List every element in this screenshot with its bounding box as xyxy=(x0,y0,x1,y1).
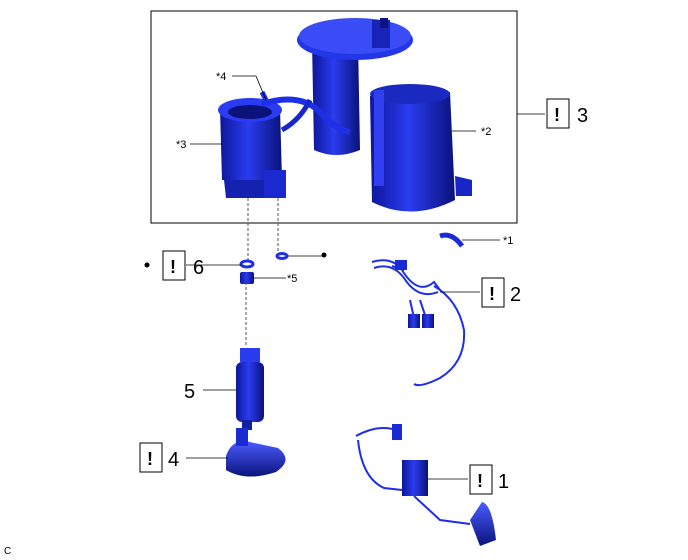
pump-damper xyxy=(240,272,254,284)
part-number-4: 4 xyxy=(168,449,179,471)
part-number-6: 6 xyxy=(193,257,204,279)
assembly-frame xyxy=(150,10,518,224)
warning-box-6: ! xyxy=(162,250,186,281)
part-number-2: 2 xyxy=(510,284,521,306)
wire-harness xyxy=(371,259,466,387)
callout-star4: *4 xyxy=(216,71,226,83)
callout-star3: *3 xyxy=(176,139,186,151)
warning-mark: ! xyxy=(489,284,495,304)
warning-box-3: ! xyxy=(546,98,570,129)
warning-mark: ! xyxy=(147,449,153,469)
part-number-1: 1 xyxy=(498,471,509,493)
warning-box-4: ! xyxy=(139,442,163,473)
callout-star5: *5 xyxy=(287,273,297,285)
warning-box-2: ! xyxy=(481,277,505,308)
figure-code: C xyxy=(4,546,11,557)
fuel-pump xyxy=(236,348,264,430)
o-ring-b xyxy=(275,252,289,260)
warning-box-1: ! xyxy=(469,464,493,495)
callout-star1: *1 xyxy=(503,235,513,247)
part-number-5: 5 xyxy=(184,381,195,403)
pump-support xyxy=(226,428,286,477)
fuel-suction-assembly xyxy=(218,18,472,212)
o-ring-a xyxy=(239,259,255,269)
part-number-3: 3 xyxy=(577,105,588,127)
warning-mark: ! xyxy=(477,471,483,491)
callout-star2: *2 xyxy=(481,126,491,138)
warning-mark: ! xyxy=(554,105,560,125)
warning-mark: ! xyxy=(170,257,176,277)
fuel-sender-gauge xyxy=(355,424,496,546)
